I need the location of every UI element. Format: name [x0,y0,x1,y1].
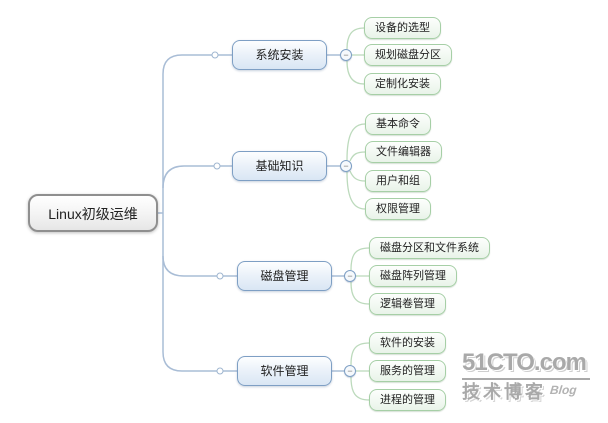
child-node-users-groups[interactable]: 用户和组 [365,170,431,192]
child-node-service-management[interactable]: 服务的管理 [369,360,446,382]
collapse-toggle-basics[interactable]: − [340,160,352,172]
child-node-file-editors[interactable]: 文件编辑器 [365,141,442,163]
watermark-brand: 51CTO.com [462,349,587,376]
minus-icon: − [343,160,349,171]
minus-icon: − [347,270,353,281]
child-node-permission-management[interactable]: 权限管理 [365,198,431,220]
child-node-partition-filesystem[interactable]: 磁盘分区和文件系统 [369,237,490,259]
child-node-software-install[interactable]: 软件的安装 [369,332,446,354]
watermark-blog-badge: Blog [549,383,578,397]
child-node-lvm-management[interactable]: 逻辑卷管理 [369,293,446,315]
child-node-device-selection[interactable]: 设备的选型 [364,17,441,39]
branch-node-disk-management[interactable]: 磁盘管理 [237,261,332,291]
watermark-underline [462,378,590,380]
branch-node-basics[interactable]: 基础知识 [232,151,327,181]
watermark-tagline: 技术博客 [462,382,546,402]
collapse-toggle-software-management[interactable]: − [344,365,356,377]
root-node[interactable]: Linux初级运维 [28,194,158,232]
collapse-toggle-disk-management[interactable]: − [344,270,356,282]
collapse-toggle-system-install[interactable]: − [340,49,352,61]
child-node-basic-commands[interactable]: 基本命令 [365,113,431,135]
branch-node-system-install[interactable]: 系统安装 [232,40,327,70]
minus-icon: − [343,49,349,60]
child-node-process-management[interactable]: 进程的管理 [369,389,446,411]
minus-icon: − [347,365,353,376]
child-node-custom-install[interactable]: 定制化安装 [364,73,441,95]
branch-node-software-management[interactable]: 软件管理 [237,356,332,386]
watermark-logo: 51CTO.com 技术博客 Blog [462,349,590,402]
child-node-disk-partition-planning[interactable]: 规划磁盘分区 [364,44,452,66]
child-node-raid-management[interactable]: 磁盘阵列管理 [369,265,457,287]
